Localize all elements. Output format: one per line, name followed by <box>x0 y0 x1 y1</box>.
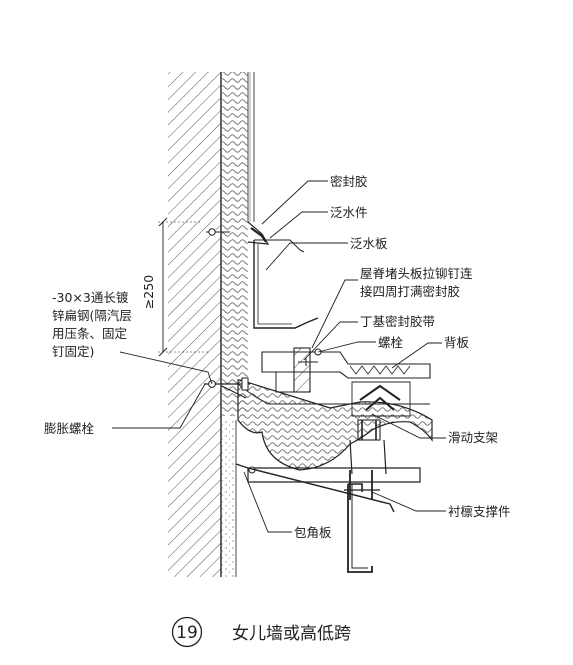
label-purlin-support: 衬檩支撑件 <box>448 504 511 519</box>
corner-board <box>235 463 395 513</box>
label-expansion-bolt: 膨胀螺栓 <box>44 421 95 436</box>
flashing-board <box>253 239 319 329</box>
label-ridge-line1: 屋脊堵头板拉铆钉连 <box>360 266 473 281</box>
label-sliding-support: 滑动支架 <box>448 430 498 445</box>
purlin-support <box>247 466 421 500</box>
label-sealant: 密封胶 <box>330 174 368 189</box>
dimension-250: ≥250 <box>141 217 210 357</box>
caption-number-circle <box>171 616 203 648</box>
wall-insulation <box>222 72 255 577</box>
label-corner-board: 包角板 <box>294 525 332 540</box>
label-back-plate: 背板 <box>444 335 470 350</box>
label-ridge-line2: 接四周打满密封胶 <box>360 284 460 299</box>
z-purlin <box>347 483 373 573</box>
caption-number: 19 <box>176 623 198 643</box>
leader-lines <box>112 180 446 533</box>
back-plate <box>351 381 411 417</box>
label-bolt: 螺栓 <box>378 335 404 350</box>
label-steel-line2: 锌扁钢(隔汽层 <box>52 308 132 323</box>
label-flashing-piece: 泛水件 <box>330 205 368 220</box>
label-steel-line4: 钉固定) <box>52 344 94 359</box>
caption: 19 女儿墙或高低跨 <box>171 616 351 648</box>
label-steel-line1: -30×3通长镀 <box>52 290 129 305</box>
roof-insulation <box>237 379 433 471</box>
dimension-value: ≥250 <box>141 275 156 309</box>
label-steel-line3: 用压条、固定 <box>52 326 127 341</box>
label-flashing-board: 泛水板 <box>350 236 388 251</box>
parapet-wall <box>168 72 222 577</box>
label-butyl-tape: 丁基密封胶带 <box>360 314 435 329</box>
roof-panel <box>261 351 431 393</box>
caption-title: 女儿墙或高低跨 <box>232 624 351 644</box>
